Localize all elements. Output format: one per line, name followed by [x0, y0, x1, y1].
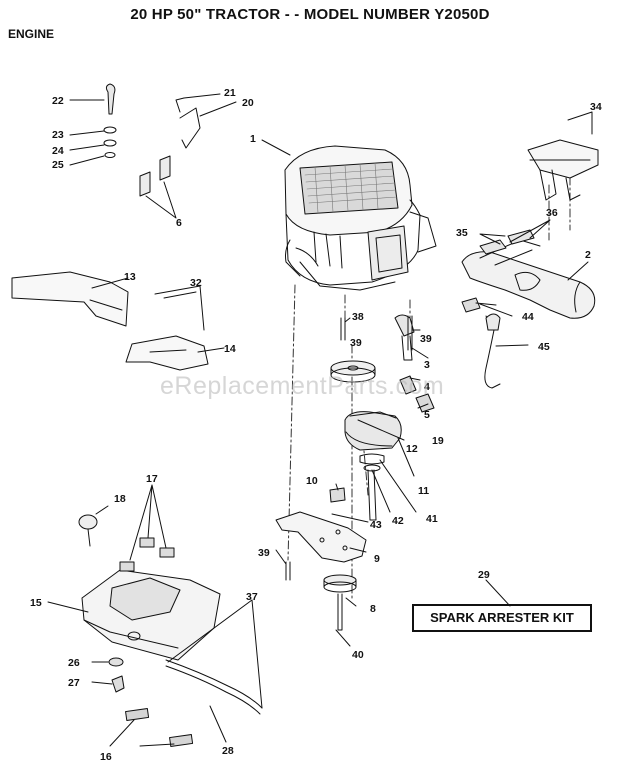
watermark: eReplacementParts.com	[160, 372, 445, 400]
callout-21: 21	[224, 87, 236, 99]
callout-43: 43	[370, 519, 382, 531]
callout-numbers: 1 2 3 4 5 6 8 9 10 11 12 13 14 15 16 17 …	[30, 87, 602, 763]
callout-24: 24	[52, 145, 64, 157]
callout-41: 41	[426, 513, 438, 525]
callout-11: 11	[418, 485, 429, 497]
callout-14: 14	[224, 343, 236, 355]
callout-13: 13	[124, 271, 136, 283]
callout-39-upper: 39	[350, 337, 362, 349]
callout-26: 26	[68, 657, 80, 669]
callout-2: 2	[585, 249, 591, 261]
callout-23: 23	[52, 129, 64, 141]
callout-22: 22	[52, 95, 64, 107]
callout-27: 27	[68, 677, 80, 689]
callout-40: 40	[352, 649, 364, 661]
engine-part-illustration[interactable]	[284, 145, 437, 291]
callout-17: 17	[146, 473, 158, 485]
callout-8: 8	[370, 603, 376, 615]
callout-29: 29	[478, 569, 490, 581]
callout-5: 5	[424, 409, 430, 421]
callout-32: 32	[190, 277, 202, 289]
callout-34: 34	[590, 101, 602, 113]
callout-36: 36	[546, 207, 558, 219]
callout-15: 15	[30, 597, 42, 609]
callout-12: 12	[406, 443, 418, 455]
callout-18: 18	[114, 493, 126, 505]
callout-45: 45	[538, 341, 550, 353]
callout-4: 4	[424, 381, 430, 393]
section-label: ENGINE	[8, 27, 55, 41]
callout-6: 6	[176, 217, 182, 229]
callout-10: 10	[306, 475, 318, 487]
callout-44: 44	[522, 311, 534, 323]
callout-3: 3	[424, 359, 430, 371]
callout-37: 37	[246, 591, 258, 603]
callout-35: 35	[456, 227, 468, 239]
callout-38: 38	[352, 311, 364, 323]
callout-42: 42	[392, 515, 404, 527]
callout-39-lower: 39	[258, 547, 270, 559]
callout-39-right: 39	[420, 333, 432, 345]
callout-28: 28	[222, 745, 234, 757]
callout-1: 1	[250, 133, 256, 145]
callout-9: 9	[374, 553, 380, 565]
spark-arrester-kit-label[interactable]: SPARK ARRESTER KIT	[412, 604, 592, 632]
page-title: 20 HP 50" TRACTOR - - MODEL NUMBER Y2050…	[130, 6, 490, 23]
callout-16: 16	[100, 751, 112, 763]
callout-25: 25	[52, 159, 64, 171]
callout-19: 19	[432, 435, 444, 447]
callout-20: 20	[242, 97, 254, 109]
